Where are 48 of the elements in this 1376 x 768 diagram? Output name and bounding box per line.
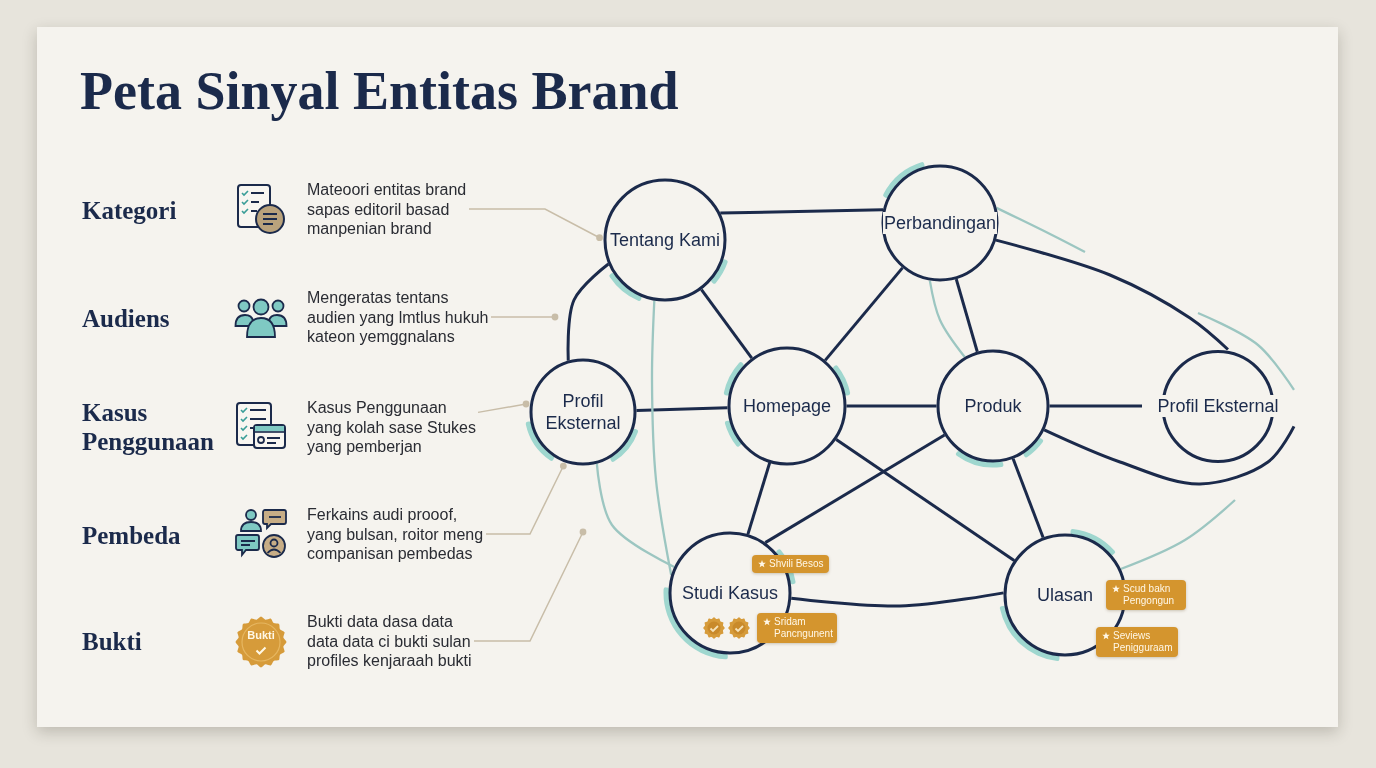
connector-line xyxy=(764,433,946,544)
connector-line xyxy=(1197,311,1295,391)
badge-text: Seviews Penigguraam xyxy=(1113,630,1173,654)
category-heading: Kategori xyxy=(82,196,178,225)
leader-line xyxy=(468,208,603,242)
connector-line xyxy=(746,462,772,535)
description-text: Mengeratas tentans audien yang lmtlus hukuh kateon yemggnalans xyxy=(307,288,490,347)
node-label: Perbandingan xyxy=(882,212,998,234)
connector-line xyxy=(824,266,904,362)
connector-line xyxy=(1043,425,1296,486)
connector-line xyxy=(835,438,1015,562)
tag-badge xyxy=(752,555,830,573)
description-text: Ferkains audi prooof, yang bulsan, roitor meng companisan pembedas xyxy=(307,505,485,564)
connector-line xyxy=(954,278,979,353)
category-heading: Audiens xyxy=(82,304,171,333)
badge-text: Shvili Besos xyxy=(769,558,824,570)
description-text: Bukti data dasa data data data ci bukti sulan profiles kenjaraah bukti xyxy=(307,612,473,671)
tag-badge xyxy=(757,613,837,643)
connector-line xyxy=(566,262,610,361)
node-label: Profil Eksternal xyxy=(1156,395,1280,417)
description-text: Kasus Penggunaan yang kolah sase Stukes yang pemberjan xyxy=(307,398,477,457)
connector-line xyxy=(720,208,884,215)
connector-line xyxy=(1049,404,1142,408)
connector-line xyxy=(1120,499,1236,571)
seal-badge xyxy=(235,616,287,668)
category-heading: Kasus Penggunaan xyxy=(82,398,215,456)
connector-line xyxy=(636,406,728,412)
leader-line xyxy=(485,462,567,535)
seal-text: Bukti xyxy=(247,629,275,642)
connector-line xyxy=(846,404,937,408)
tag-badge xyxy=(1106,580,1186,610)
connector-line xyxy=(996,206,1086,254)
description-text: Mateoori entitas brand sapas editoril basad manpenian brand xyxy=(307,180,468,239)
connector-line xyxy=(1011,458,1045,539)
connector-line xyxy=(928,280,966,358)
category-heading: Pembeda xyxy=(82,521,182,550)
badge-text: Sridam Pancngunent xyxy=(774,616,833,640)
badge-text: Scud bakn Pengongun xyxy=(1123,583,1176,607)
connector-line xyxy=(595,463,675,569)
leader-line xyxy=(477,400,530,414)
connector-line xyxy=(791,591,1004,608)
connector-line xyxy=(995,238,1229,351)
leader-line xyxy=(473,528,587,642)
connector-line xyxy=(700,288,753,359)
leader-line xyxy=(490,313,559,321)
tag-badge xyxy=(1096,627,1178,657)
title: Peta Sinyal Entitas Brand xyxy=(80,61,679,121)
connector-line xyxy=(650,300,673,576)
